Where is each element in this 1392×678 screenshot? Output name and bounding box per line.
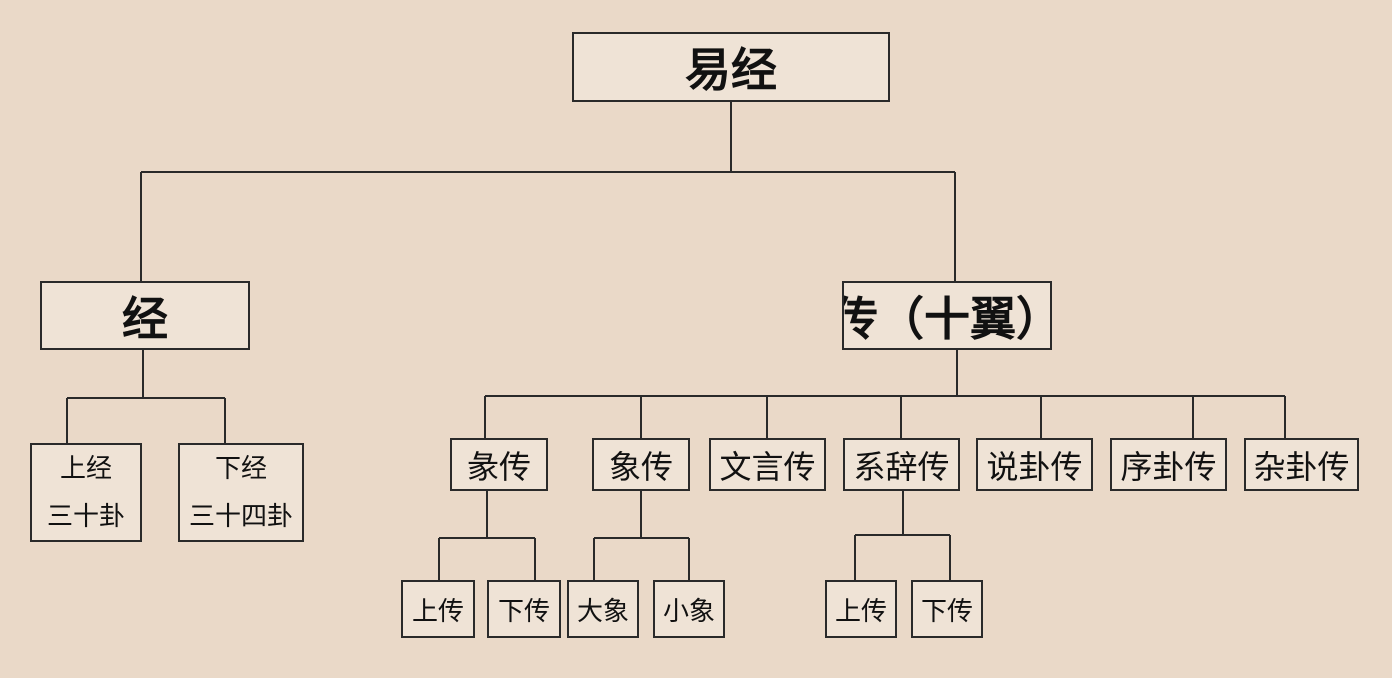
node-tuan-xiazhuan: 下传 [487,580,561,638]
node-zhuan-shiyi: 传（十翼） [842,281,1052,350]
node-xiaoxiang: 小象 [653,580,725,638]
node-shuoguazhuan: 说卦传 [976,438,1093,491]
node-xiangzhuan: 象传 [592,438,690,491]
node-tuan-shangzhuan: 上传 [401,580,475,638]
node-xiajing: 下经 三十四卦 [178,443,304,542]
node-tuanzhuan: 彖传 [450,438,548,491]
node-xicizhuan: 系辞传 [843,438,960,491]
node-shangjing-count: 三十卦 [46,501,125,532]
node-xuguazhuan: 序卦传 [1110,438,1227,491]
node-xici-shangzhuan: 上传 [825,580,897,638]
node-daxiang: 大象 [567,580,639,638]
root-node-yijing: 易经 [572,32,890,102]
node-wenyanzhuan: 文言传 [709,438,826,491]
node-jing: 经 [40,281,250,350]
node-zaguazhuan: 杂卦传 [1244,438,1359,491]
node-shangjing-title: 上经 [59,453,112,484]
node-xiajing-count: 三十四卦 [188,501,293,532]
node-xiajing-title: 下经 [214,453,267,484]
node-xici-xiazhuan: 下传 [911,580,983,638]
node-shangjing: 上经 三十卦 [30,443,142,542]
